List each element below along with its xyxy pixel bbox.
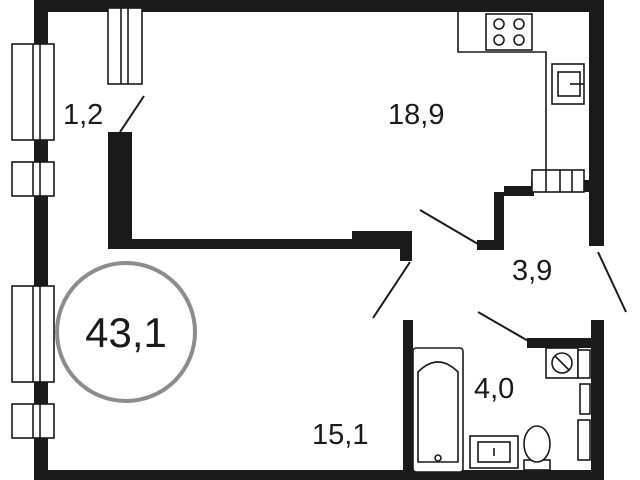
- washing-machine-icon: [545, 347, 579, 379]
- area-hall: 1,2: [63, 99, 103, 131]
- total-area-badge: 43,1: [55, 261, 197, 403]
- area-corridor: 3,9: [512, 255, 552, 287]
- area-bedroom: 15,1: [312, 419, 368, 451]
- total-area-ring: [55, 261, 197, 403]
- window-bedroom-lower: [11, 403, 55, 439]
- kitchen-counter: [457, 12, 585, 170]
- area-kitchen-living: 18,9: [388, 99, 444, 131]
- doors: [119, 95, 627, 343]
- kitchen-sink-icon: [551, 63, 585, 105]
- windows: [11, 7, 585, 439]
- total-area: 43,1: [85, 309, 167, 356]
- stove-icon: [485, 13, 533, 51]
- room-labels: 1,2 18,9 3,9 4,0 15,1: [63, 99, 552, 451]
- window-hall-upper: [11, 43, 55, 141]
- door-entrance: [597, 251, 627, 313]
- window-hall-lower: [11, 161, 55, 197]
- door-hall: [119, 95, 145, 133]
- door-bedroom: [372, 261, 411, 319]
- water-heater-icon: [577, 349, 591, 461]
- toilet-icon: [523, 425, 551, 471]
- door-kitchen: [419, 209, 479, 245]
- window-kitchen-top: [107, 7, 143, 85]
- area-bathroom: 4,0: [474, 373, 514, 405]
- bathroom-fixtures: [412, 347, 591, 473]
- window-bedroom-upper: [11, 285, 55, 383]
- bathtub-icon: [412, 347, 464, 473]
- door-bathroom: [477, 311, 531, 343]
- window-kitchen-right: [531, 169, 585, 193]
- washbasin-icon: [469, 435, 519, 469]
